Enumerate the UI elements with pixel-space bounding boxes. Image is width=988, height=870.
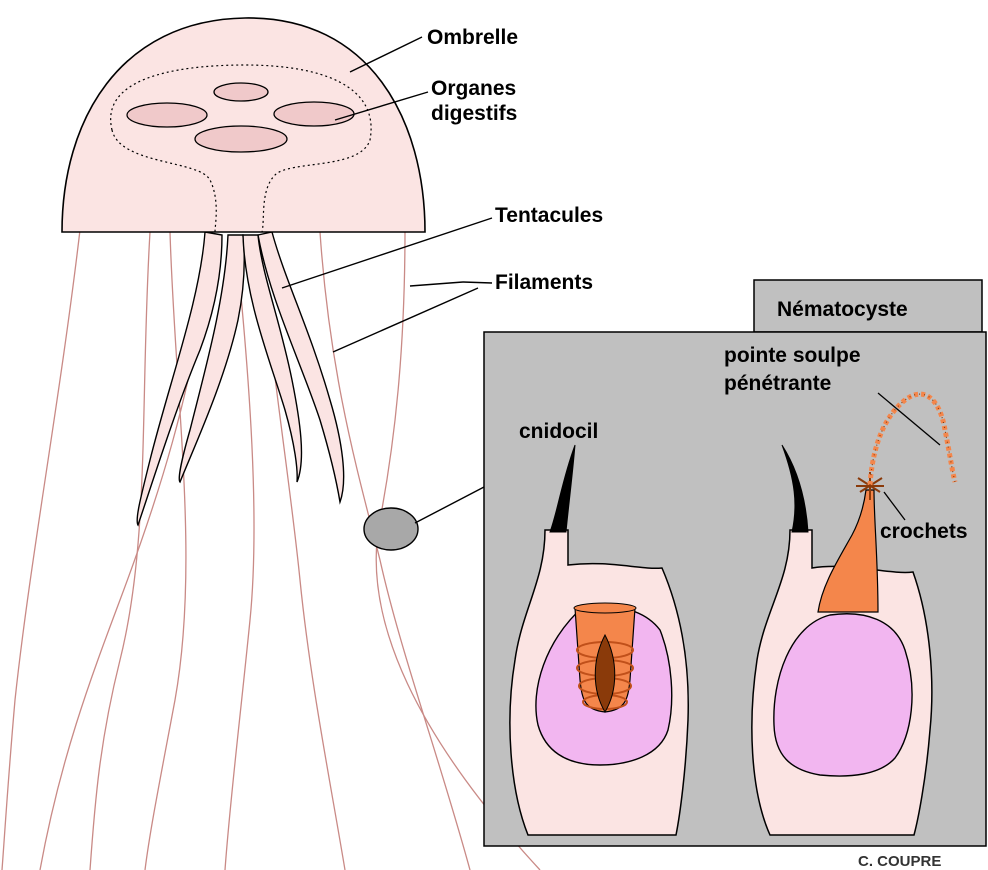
filament-3 [40,234,210,870]
label-ombrelle: Ombrelle [427,26,518,49]
leader-spot-to-panel [415,487,484,523]
label-organes-line2: digestifs [431,102,517,125]
organ-bottom [195,126,287,152]
label-tentacules: Tentacules [495,204,603,227]
author-credit: C. COUPRE [858,853,941,870]
filament-8 [145,232,186,870]
label-crochets: crochets [880,520,968,543]
leader-ombrelle [350,37,422,72]
filament-2 [90,232,150,870]
label-pointe-line1: pointe soulpe [724,344,861,367]
label-nematocyste: Nématocyste [777,298,908,321]
organ-top [214,83,268,101]
leader-filaments-c [463,282,492,283]
filament-1 [2,230,80,870]
label-organes-line1: Organes [431,77,516,100]
organ-left [127,103,207,127]
organ-right [274,102,354,126]
leader-filaments-a [410,282,463,286]
leader-filaments-b [333,288,478,352]
label-cnidocil: cnidocil [519,420,598,443]
coiled-thread-rim [574,603,636,613]
label-filaments: Filaments [495,271,593,294]
tentacles-group [137,232,344,525]
label-pointe-line2: pénétrante [724,372,831,395]
magnified-spot[interactable] [364,508,418,550]
nematocyste-panel[interactable]: Nématocyste [484,280,986,846]
filament-6 [320,232,470,870]
